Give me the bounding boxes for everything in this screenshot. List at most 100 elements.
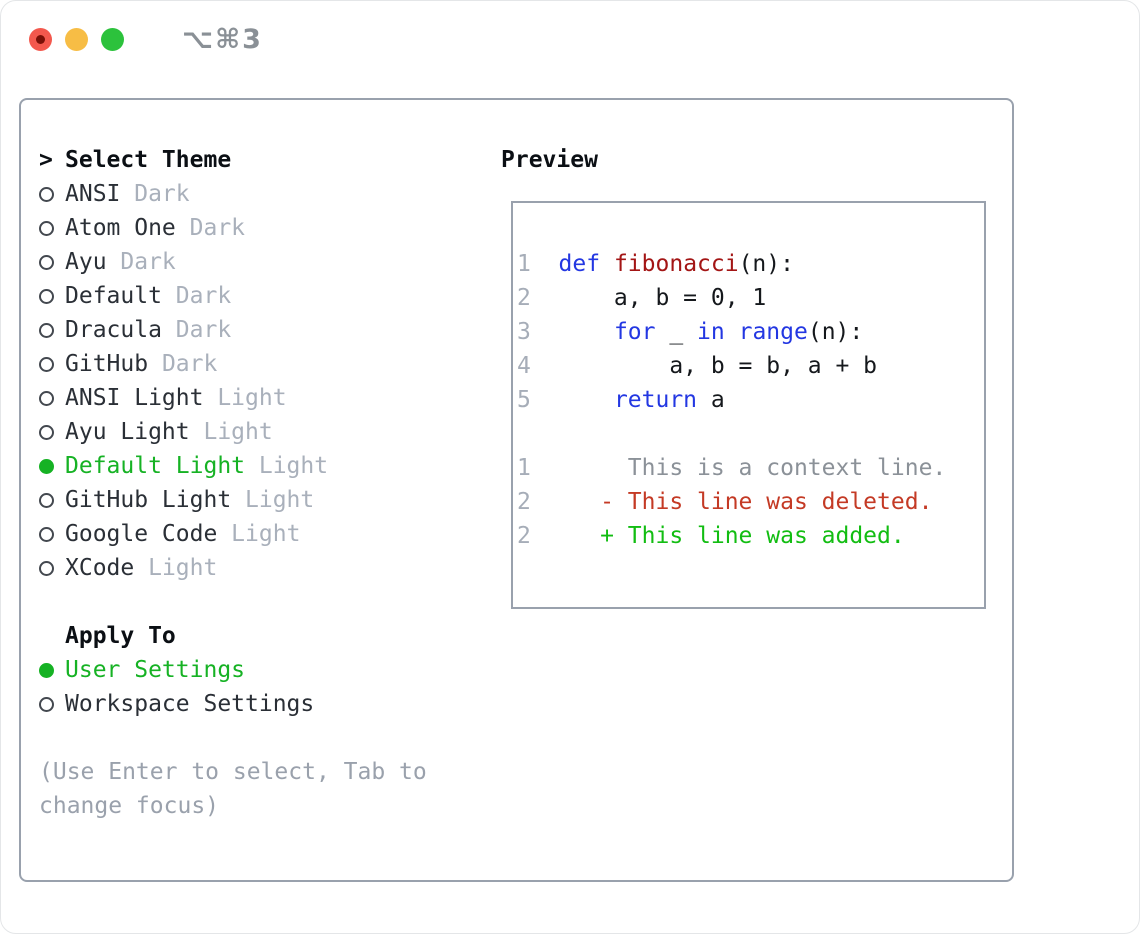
token-deleted: - This line was deleted.: [558, 489, 933, 515]
code-line: 1 This is a context line.: [517, 451, 984, 485]
radio-icon: [39, 696, 54, 712]
radio-icon: [39, 560, 54, 576]
theme-variant: Light: [231, 487, 315, 513]
spacer: [39, 585, 479, 619]
token-code: [600, 251, 614, 277]
radio-icon: [39, 526, 54, 542]
code-line: [517, 417, 984, 451]
theme-item-github-light-light[interactable]: GitHub Light Light: [39, 483, 479, 517]
theme-name: Ayu Light: [65, 419, 190, 445]
radio-icon: [39, 356, 54, 372]
theme-item-google-code-light[interactable]: Google Code Light: [39, 517, 479, 551]
code-line: 3 for _ in range(n):: [517, 315, 984, 349]
token-code: [559, 319, 614, 345]
close-button[interactable]: [29, 27, 52, 51]
spacer: [39, 721, 479, 755]
theme-name: XCode: [65, 555, 135, 581]
apply-to-header: Apply To: [39, 619, 479, 653]
theme-variant: Light: [134, 555, 218, 581]
token-keyword: return: [613, 387, 698, 413]
theme-item-default-dark[interactable]: Default Dark: [39, 279, 479, 313]
theme-variant: Dark: [106, 249, 176, 275]
help-line-2: change focus): [39, 793, 220, 819]
token-function: fibonacci: [613, 251, 739, 277]
theme-variant: Light: [245, 453, 329, 479]
theme-item-atom-one-dark[interactable]: Atom One Dark: [39, 211, 479, 245]
select-theme-title: Select Theme: [65, 147, 232, 173]
token-code: (n):: [738, 251, 794, 277]
theme-variant: Light: [189, 419, 273, 445]
code-line: 5 return a: [517, 383, 984, 417]
line-number: 4: [517, 353, 559, 379]
line-number: [517, 421, 559, 447]
minimize-button[interactable]: [65, 27, 88, 51]
theme-name: Ayu: [65, 249, 107, 275]
radio-icon: [39, 220, 54, 236]
token-context: This is a context line.: [558, 455, 947, 481]
theme-name: Dracula: [65, 317, 162, 343]
radio-icon: [39, 492, 54, 508]
select-theme-header: > Select Theme: [39, 143, 479, 177]
theme-item-ansi-light-light[interactable]: ANSI Light Light: [39, 381, 479, 415]
theme-name: GitHub Light: [65, 487, 232, 513]
token-code: a: [697, 387, 725, 413]
code-line: 1 def fibonacci(n):: [517, 247, 984, 281]
token-added: + This line was added.: [558, 523, 905, 549]
line-number: 1: [517, 251, 559, 277]
theme-name: Atom One: [65, 215, 176, 241]
apply-option-label: User Settings: [65, 657, 246, 683]
theme-variant: Dark: [148, 351, 218, 377]
theme-variant: Dark: [161, 317, 232, 343]
theme-name: Default: [65, 283, 162, 309]
line-number: 2: [517, 489, 559, 515]
token-code: a, b = 0, 1: [558, 285, 767, 311]
theme-item-dracula-dark[interactable]: Dracula Dark: [39, 313, 479, 347]
theme-item-default-light-light[interactable]: Default Light Light: [39, 449, 479, 483]
theme-item-ayu-light-light[interactable]: Ayu Light Light: [39, 415, 479, 449]
token-code: a, b = b, a + b: [558, 353, 878, 379]
token-keyword: range: [738, 319, 808, 345]
theme-variant: Light: [217, 521, 301, 547]
maximize-button[interactable]: [101, 27, 124, 51]
theme-name: ANSI: [65, 181, 121, 207]
radio-icon: [39, 424, 54, 440]
line-number: 2: [517, 285, 559, 311]
line-number: 5: [517, 387, 559, 413]
theme-item-github-dark[interactable]: GitHub Dark: [39, 347, 479, 381]
theme-variant: Dark: [161, 283, 232, 309]
theme-name: GitHub: [65, 351, 149, 377]
apply-option-user-settings[interactable]: User Settings: [39, 653, 479, 687]
code-line: 2 - This line was deleted.: [517, 485, 984, 519]
help-text: (Use Enter to select, Tab to change focu…: [39, 755, 479, 823]
token-code: _: [655, 319, 698, 345]
theme-item-xcode-light[interactable]: XCode Light: [39, 551, 479, 585]
code-line: 2 a, b = 0, 1: [517, 281, 984, 315]
theme-name: Default Light: [65, 453, 246, 479]
theme-variant: Dark: [120, 181, 190, 207]
radio-icon: [39, 186, 54, 202]
radio-icon: [39, 322, 54, 338]
preview-title: Preview: [501, 147, 598, 173]
theme-name: Google Code: [65, 521, 218, 547]
close-dot-icon: [36, 34, 45, 44]
radio-icon: [39, 254, 54, 270]
token-code: [559, 387, 614, 413]
theme-item-ayu-dark[interactable]: Ayu Dark: [39, 245, 479, 279]
apply-to-title: Apply To: [65, 623, 176, 649]
theme-variant: Light: [203, 385, 287, 411]
token-keyword: for: [613, 319, 656, 345]
theme-variant: Dark: [175, 215, 246, 241]
theme-item-ansi-dark[interactable]: ANSI Dark: [39, 177, 479, 211]
radio-icon: [39, 390, 54, 406]
radio-icon: [39, 288, 54, 304]
line-number: 2: [517, 523, 559, 549]
apply-option-workspace-settings[interactable]: Workspace Settings: [39, 687, 479, 721]
theme-name: ANSI Light: [65, 385, 204, 411]
